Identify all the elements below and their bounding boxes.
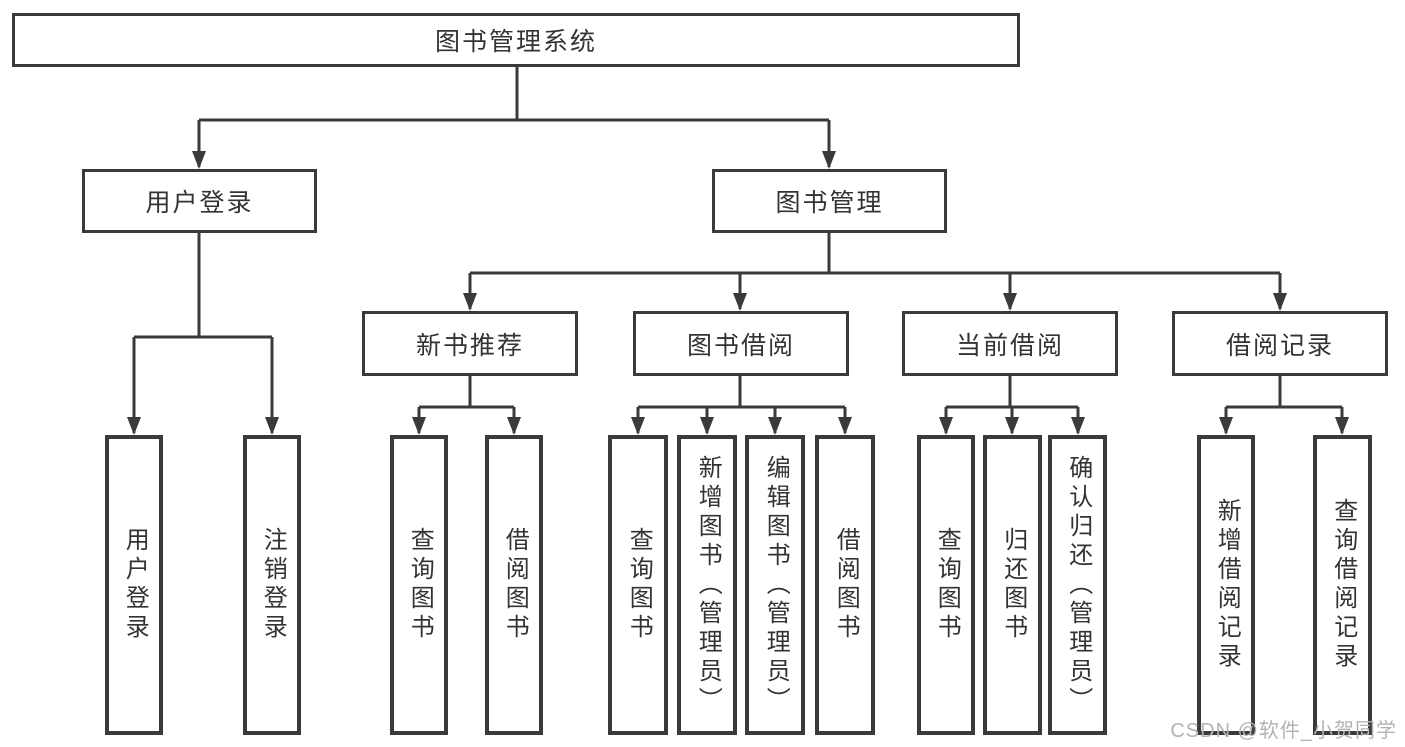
leaf-nb-borrow-books: 借阅图书 [485,435,543,735]
leaf-user-login: 用户登录 [105,435,163,735]
leaf-cb-query-books: 查询图书 [917,435,975,735]
node-user-login-label: 用户登录 [145,189,254,217]
leaf-bb-add-books-admin-label: 新增图书（管理员） [694,454,722,716]
node-borrow-records-label: 借阅记录 [1225,331,1334,360]
leaf-cb-return-books: 归还图书 [983,435,1042,735]
leaf-bb-query-books: 查询图书 [608,435,668,735]
node-book-borrow-label: 图书借阅 [686,331,795,360]
leaf-br-add-record-label: 新增借阅记录 [1213,498,1241,672]
leaf-nb-query-books-label: 查询图书 [406,527,434,643]
leaf-nb-borrow-books-label: 借阅图书 [501,527,529,643]
node-new-book-recommend: 新书推荐 [362,311,578,376]
leaf-bb-edit-books-admin-label: 编辑图书（管理员） [762,454,790,716]
node-new-book-recommend-label: 新书推荐 [415,331,524,360]
node-current-borrow-label: 当前借阅 [955,331,1064,360]
leaf-bb-borrow-books: 借阅图书 [815,435,875,735]
leaf-bb-borrow-books-label: 借阅图书 [832,527,860,643]
leaf-br-add-record: 新增借阅记录 [1197,435,1255,735]
node-library-system: 图书管理系统 [12,13,1020,67]
node-book-management: 图书管理 [712,169,947,233]
leaf-logout: 注销登录 [243,435,301,735]
node-current-borrow: 当前借阅 [902,311,1118,376]
leaf-cb-confirm-return-admin-label: 确认归还（管理员） [1064,454,1092,716]
node-borrow-records: 借阅记录 [1172,311,1388,376]
leaf-user-login-label: 用户登录 [121,527,149,643]
csdn-watermark: CSDN @软件_小贺同学 [1170,720,1397,742]
node-book-borrow: 图书借阅 [633,311,849,376]
leaf-bb-query-books-label: 查询图书 [625,527,653,643]
leaf-bb-add-books-admin: 新增图书（管理员） [677,435,737,735]
leaf-nb-query-books: 查询图书 [390,435,448,735]
leaf-cb-query-books-label: 查询图书 [933,527,961,643]
node-library-system-label: 图书管理系统 [434,28,597,56]
leaf-cb-return-books-label: 归还图书 [999,527,1027,643]
leaf-bb-edit-books-admin: 编辑图书（管理员） [745,435,805,735]
leaf-cb-confirm-return-admin: 确认归还（管理员） [1048,435,1107,735]
leaf-br-query-record-label: 查询借阅记录 [1329,498,1357,672]
node-user-login: 用户登录 [82,169,317,233]
leaf-br-query-record: 查询借阅记录 [1313,435,1372,735]
node-book-management-label: 图书管理 [775,189,884,217]
leaf-logout-label: 注销登录 [259,527,287,643]
